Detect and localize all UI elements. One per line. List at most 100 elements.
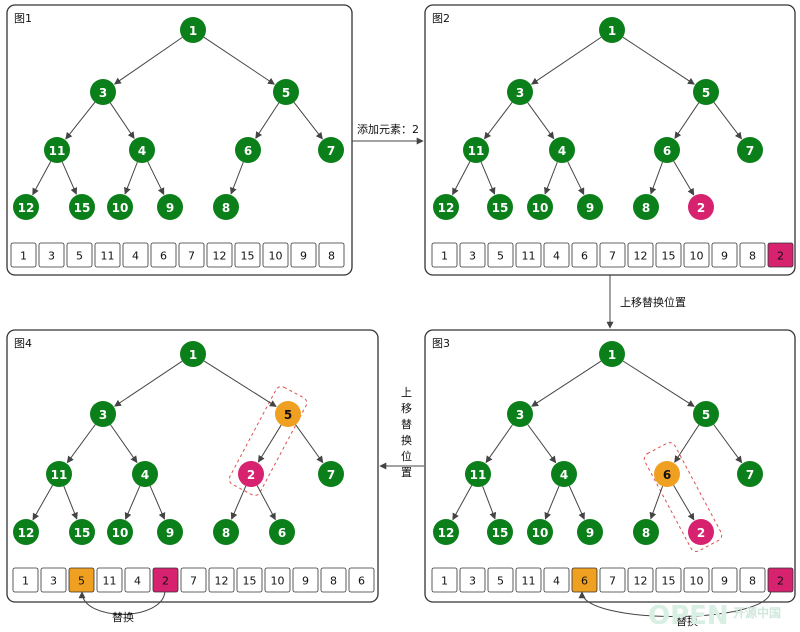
tree-node xyxy=(157,519,183,545)
tree-node xyxy=(527,194,553,220)
tree-node xyxy=(433,194,459,220)
tree-node-label: 15 xyxy=(74,526,91,540)
array-cell xyxy=(515,567,542,593)
tree-edge xyxy=(124,485,141,520)
array-cell xyxy=(348,567,375,593)
tree-edge xyxy=(527,102,555,140)
tree-node xyxy=(235,137,261,163)
tree-node xyxy=(90,401,116,427)
array-cell-value: 9 xyxy=(721,575,728,588)
tree-node-label: 15 xyxy=(74,201,91,215)
array-cell xyxy=(459,567,486,593)
tree-edge xyxy=(124,161,138,195)
tree-node xyxy=(688,519,714,545)
tree-node xyxy=(737,461,763,487)
tree-node-label: 12 xyxy=(18,526,35,540)
swap-arrow-panel-4 xyxy=(78,589,166,615)
tree-node-label: 12 xyxy=(438,201,455,215)
array-cell xyxy=(767,567,794,593)
tree-node-label: 10 xyxy=(112,201,129,215)
array-cell-value: 7 xyxy=(188,250,195,263)
array-cell-value: 7 xyxy=(609,575,616,588)
tree-node xyxy=(69,194,95,220)
tree-node xyxy=(180,341,206,367)
array-cell xyxy=(739,242,766,268)
array-cell-value: 15 xyxy=(241,250,255,263)
array-cell xyxy=(150,242,177,268)
swap-highlight-panel-3 xyxy=(643,442,723,552)
array-cell-value: 12 xyxy=(215,575,229,588)
tree-edge xyxy=(673,160,695,196)
array-cell-value: 11 xyxy=(522,250,536,263)
array-cell-value: 11 xyxy=(522,575,536,588)
tree-edge xyxy=(295,424,324,464)
tree-node xyxy=(507,401,533,427)
tree-node xyxy=(269,519,295,545)
tree-node-label: 6 xyxy=(663,144,671,158)
array-cell-value: 10 xyxy=(690,250,704,263)
array-cell-value: 12 xyxy=(213,250,227,263)
tree-edge xyxy=(230,485,247,520)
panel-1-title: 图1 xyxy=(14,12,32,25)
tree-node xyxy=(654,461,680,487)
tree-node xyxy=(275,401,301,427)
array-cell xyxy=(487,242,514,268)
array-cell-value: 11 xyxy=(103,575,117,588)
tree-node xyxy=(693,79,719,105)
array-cell xyxy=(599,567,626,593)
array-cell-value: 11 xyxy=(101,250,115,263)
tree-node-label: 10 xyxy=(112,526,129,540)
array-cell xyxy=(543,242,570,268)
tree-node-label: 9 xyxy=(166,201,174,215)
tree-node xyxy=(132,461,158,487)
arrow-move-up-2-label: 上移替换位置 xyxy=(401,386,412,479)
tree-node-label: 2 xyxy=(247,468,255,482)
tree-node xyxy=(527,519,553,545)
tree-edge xyxy=(622,36,695,85)
tree-node-label: 4 xyxy=(560,468,568,482)
tree-node-label: 9 xyxy=(166,526,174,540)
array-cell xyxy=(208,567,235,593)
array-cell xyxy=(599,242,626,268)
array-cell-value: 4 xyxy=(132,250,139,263)
tree-node xyxy=(90,79,116,105)
array-cell xyxy=(683,567,710,593)
swap-arrow-panel-3 xyxy=(578,589,772,617)
array-cell xyxy=(292,567,319,593)
tree-node-label: 1 xyxy=(189,348,197,362)
array-cell-value: 1 xyxy=(441,250,448,263)
tree-node-label: 7 xyxy=(746,468,754,482)
array-cell-value: 4 xyxy=(553,575,560,588)
tree-edge xyxy=(484,102,513,140)
array-cell xyxy=(262,242,289,268)
tree-node-label: 5 xyxy=(284,408,292,422)
tree-node-label: 3 xyxy=(99,86,107,100)
tree-edge xyxy=(568,485,585,520)
array-cell xyxy=(627,567,654,593)
tree-node xyxy=(129,137,155,163)
array-cell xyxy=(10,242,37,268)
array-cell xyxy=(543,567,570,593)
tree-node-label: 15 xyxy=(492,526,509,540)
tree-edge xyxy=(622,360,695,407)
tree-node xyxy=(273,79,299,105)
array-cell xyxy=(264,567,291,593)
array-cell xyxy=(178,242,205,268)
array-cell xyxy=(320,567,347,593)
tree-node-label: 8 xyxy=(642,526,650,540)
tree-edge xyxy=(713,424,743,464)
tree-node-label: 1 xyxy=(608,24,616,38)
tree-node-label: 8 xyxy=(642,201,650,215)
array-cell xyxy=(627,242,654,268)
tree-edge xyxy=(61,161,78,195)
tree-edge xyxy=(649,486,664,520)
tree-node-label: 9 xyxy=(586,201,594,215)
tree-edge xyxy=(147,161,165,196)
array-cell-value: 8 xyxy=(328,250,335,263)
array-cell-value: 1 xyxy=(20,250,27,263)
array-cell xyxy=(122,242,149,268)
tree-node-label: 15 xyxy=(492,201,509,215)
array-cell-value: 3 xyxy=(469,250,476,263)
swap-label-panel-4: 替换 xyxy=(112,610,134,624)
watermark-sub: 开源中国 xyxy=(733,605,781,620)
